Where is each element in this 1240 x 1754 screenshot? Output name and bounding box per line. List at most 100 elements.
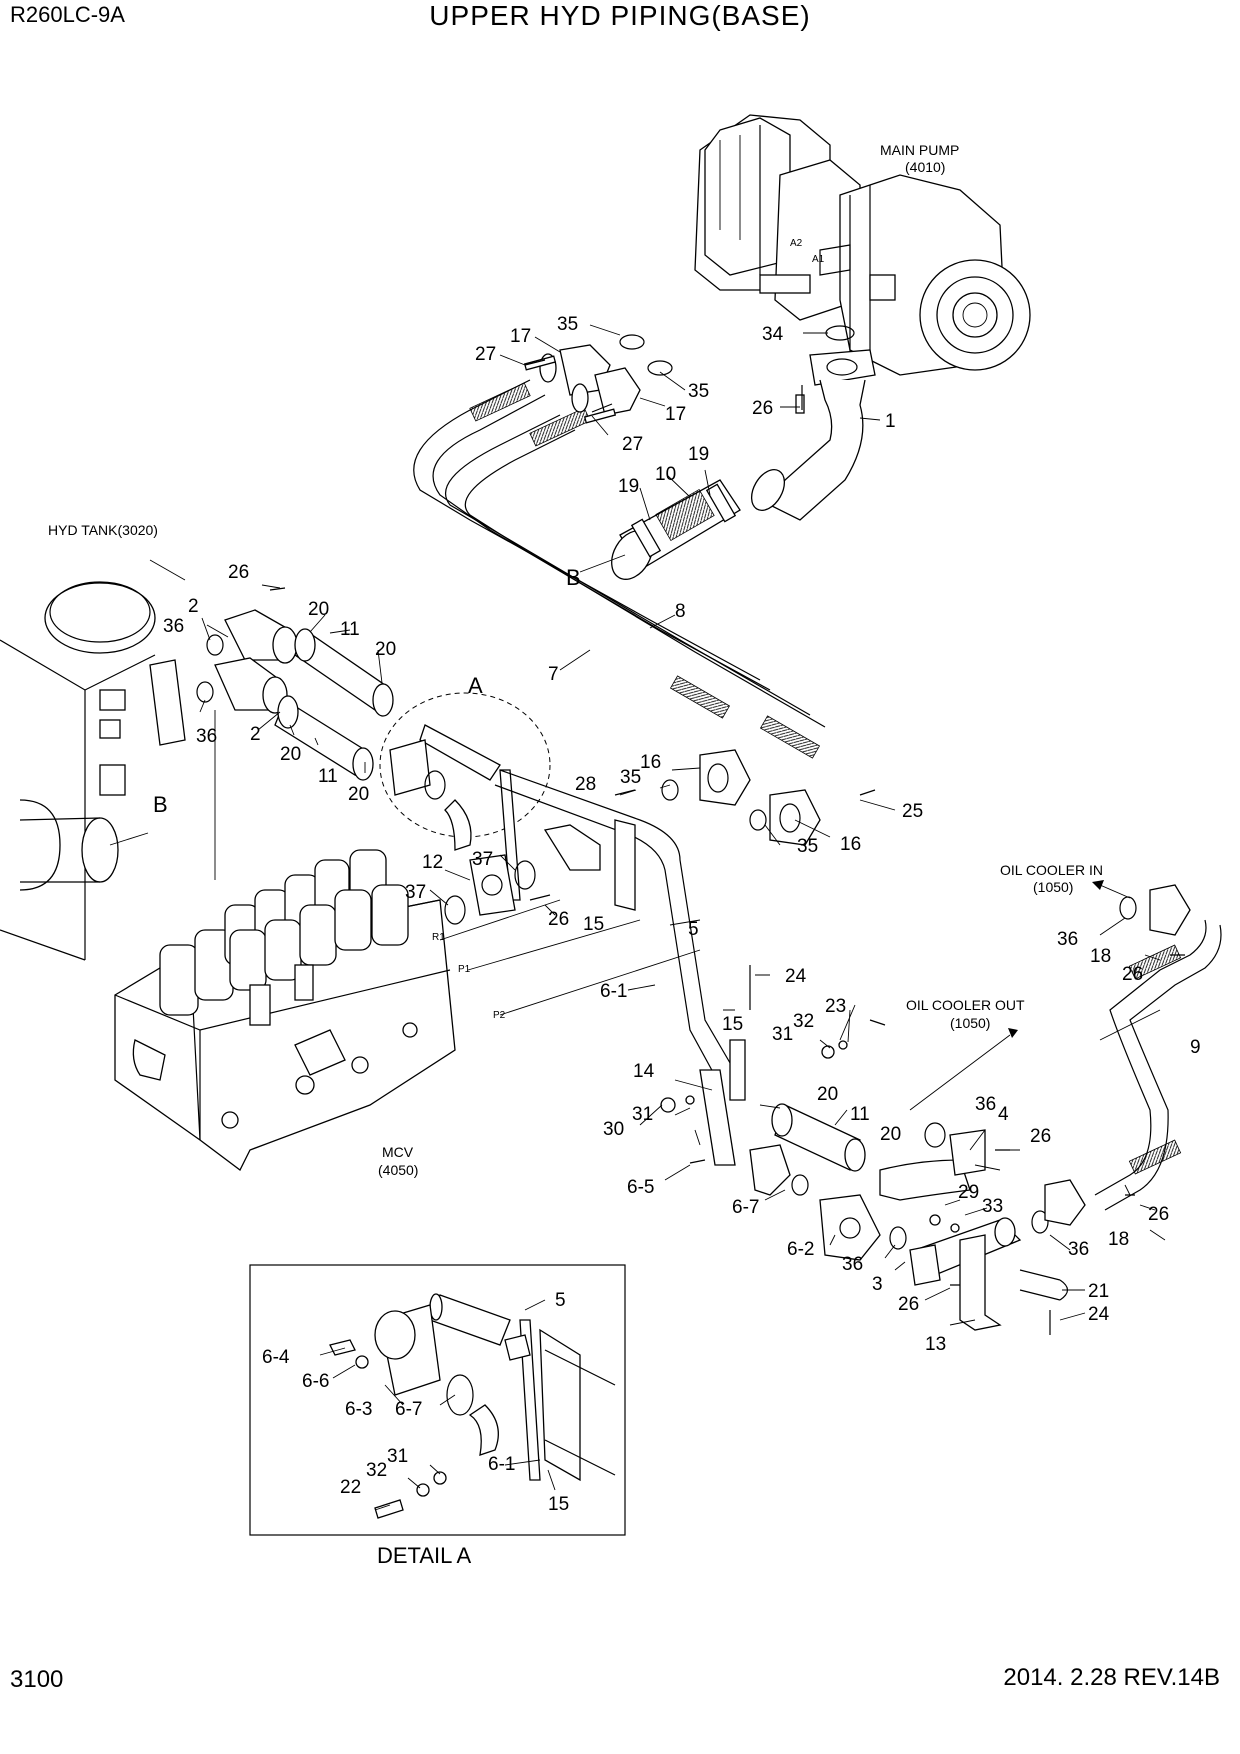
callout-20: 20 — [880, 1124, 901, 1145]
callout-2: 2 — [250, 724, 261, 745]
callout-7: 7 — [548, 664, 559, 685]
callout-18: 18 — [1090, 946, 1111, 967]
callout-28: 28 — [575, 774, 596, 795]
callout-20: 20 — [817, 1084, 838, 1105]
oring-37a — [444, 895, 466, 925]
callout-30: 30 — [603, 1119, 624, 1140]
flange-clamps-17 — [523, 344, 641, 424]
callout-6-5: 6-5 — [627, 1177, 654, 1198]
main-pump — [694, 114, 1031, 376]
detail-callout-22: 22 — [340, 1477, 361, 1498]
detail-callout-31: 31 — [387, 1446, 408, 1467]
port-p2-label: P2 — [493, 1010, 506, 1021]
flange-12 — [469, 854, 516, 916]
pipe-11-lower — [771, 1103, 866, 1172]
model-number: R260LC-9A — [10, 2, 125, 27]
detail-callout-15: 15 — [548, 1494, 569, 1515]
callout-31: 31 — [632, 1104, 653, 1125]
callout-11: 11 — [850, 1104, 870, 1125]
bolts — [269, 359, 1185, 1335]
callout-2: 2 — [188, 596, 199, 617]
flange-6-7 — [749, 1144, 791, 1196]
mcv-ref: (4050) — [378, 1162, 418, 1178]
callout-1: 1 — [885, 411, 896, 432]
callout-10: 10 — [655, 464, 676, 485]
callout-16: 16 — [840, 834, 861, 855]
callout-24: 24 — [785, 966, 807, 987]
oring-36e — [1031, 1210, 1049, 1234]
detail-a-parts — [389, 724, 521, 901]
u-bolt-21 — [1019, 1269, 1069, 1301]
detail-callout-6-4: 6-4 — [262, 1347, 290, 1368]
port-r1-label: R1 — [432, 932, 445, 943]
callout-26: 26 — [228, 562, 249, 583]
main-pump-ref: (4010) — [905, 159, 945, 175]
callout-19: 19 — [618, 476, 639, 497]
callout-11: 11 — [340, 619, 360, 640]
tank-elbows-2 — [214, 609, 298, 714]
mcv-spools — [159, 849, 409, 1026]
oil-cooler-in-ref: (1050) — [1033, 879, 1073, 895]
oring-35d — [749, 809, 767, 831]
callout-37: 37 — [405, 882, 426, 903]
oil-cooler-in-arrow — [1099, 884, 1131, 899]
oil-cooler-out-label: OIL COOLER OUT — [906, 997, 1025, 1013]
callout-36: 36 — [163, 616, 184, 637]
oring-35c — [661, 779, 679, 801]
callout-5: 5 — [688, 919, 699, 940]
bracket-15 — [543, 819, 636, 911]
pipe-5 — [494, 769, 741, 1086]
callout-6-7: 6-7 — [732, 1197, 759, 1218]
callout-34: 34 — [762, 324, 784, 345]
callout-26: 26 — [752, 398, 773, 419]
callout-36: 36 — [1068, 1239, 1089, 1260]
oring-36f — [1119, 896, 1137, 920]
detail-callout-6-1: 6-1 — [488, 1454, 515, 1475]
callout-3: 3 — [872, 1274, 883, 1295]
callout-37: 37 — [472, 849, 493, 870]
callout-9: 9 — [1190, 1037, 1201, 1058]
hose-7-8 — [413, 379, 826, 759]
callout-27: 27 — [475, 344, 496, 365]
callout-6-1: 6-1 — [600, 981, 627, 1002]
callout-26: 26 — [1122, 964, 1143, 985]
callout-21: 21 — [1088, 1281, 1109, 1302]
callout-6-2: 6-2 — [787, 1239, 814, 1260]
callout-4: 4 — [998, 1104, 1009, 1125]
detail-a-box — [249, 1264, 626, 1536]
oring-36c — [924, 1122, 946, 1148]
callout-20: 20 — [348, 784, 369, 805]
port-a1-label: A1 — [812, 254, 825, 265]
oring-36d — [889, 1226, 907, 1250]
detail-callout-6-6: 6-6 — [302, 1371, 329, 1392]
detail-a-label: DETAIL A — [377, 1543, 471, 1568]
callout-33: 33 — [982, 1196, 1003, 1217]
callout-35: 35 — [688, 381, 709, 402]
oring-36b — [196, 681, 214, 703]
port-a2-label: A2 — [790, 238, 803, 249]
oring-36a — [206, 634, 224, 656]
page-number: 3100 — [10, 1666, 64, 1693]
detail-a-drawing — [329, 1293, 616, 1519]
callout-23: 23 — [825, 996, 846, 1017]
callout-18: 18 — [1108, 1229, 1129, 1250]
callout-15: 15 — [583, 914, 604, 935]
oil-cooler-out-arrow — [909, 1034, 1011, 1111]
hyd-tank — [0, 581, 186, 961]
oil-cooler-out-ref: (1050) — [950, 1015, 990, 1031]
leader-lines — [109, 324, 1166, 1511]
callout-B: B — [153, 792, 168, 817]
pipes-11 — [274, 628, 394, 781]
oring-37b — [514, 860, 536, 890]
callout-26: 26 — [1030, 1126, 1051, 1147]
callout-29: 29 — [958, 1182, 979, 1203]
callout-31: 31 — [772, 1024, 793, 1045]
callout-35: 35 — [557, 314, 578, 335]
callout-12: 12 — [422, 852, 443, 873]
callout-26: 26 — [1148, 1204, 1169, 1225]
callout-labels: 35 17 27 35 17 27 34 26 1 19 10 19 B 8 7… — [153, 314, 1201, 1515]
detail-a-letter: A — [468, 673, 483, 698]
detail-callout-32: 32 — [366, 1460, 387, 1481]
bracket-14 — [699, 1039, 746, 1166]
